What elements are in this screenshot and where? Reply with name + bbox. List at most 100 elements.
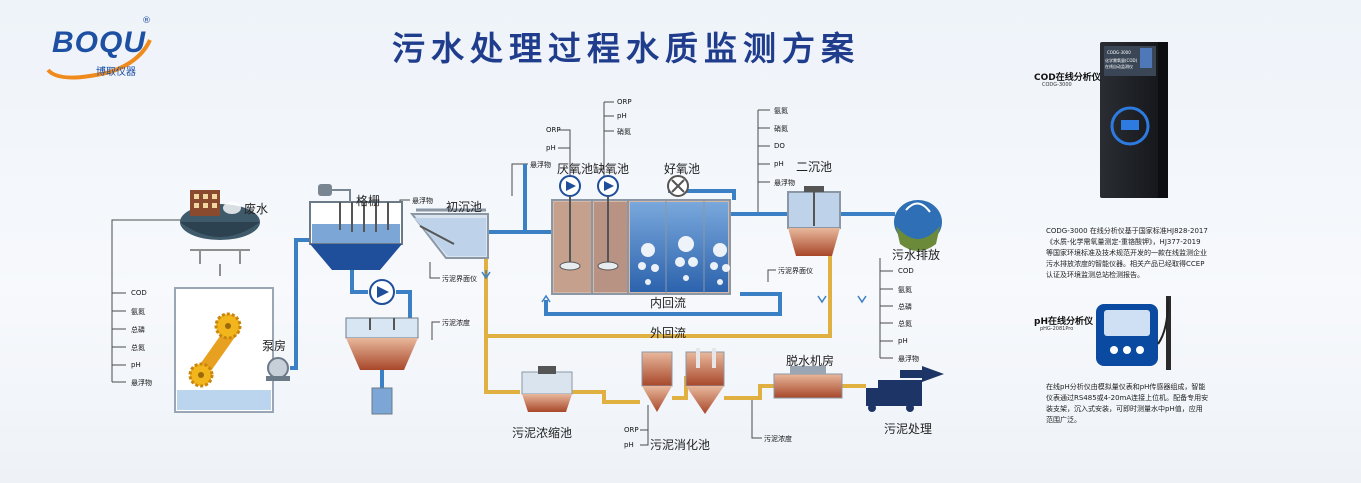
sludge-truck [866, 366, 944, 412]
flow-arrows [481, 270, 867, 304]
leader-lines [399, 163, 776, 439]
influent-param: 总磷 [131, 326, 145, 334]
ph-analyzer-image [1096, 296, 1171, 370]
discharge-bracket [879, 258, 893, 359]
sludge-digester [641, 348, 725, 414]
ph-desc-line: 在线pH分析仪由模拟量仪表和pH传感器组成，智能 [1046, 383, 1206, 391]
label-pump: 泵房 [262, 339, 287, 353]
cod-screen-text1: 化学需氧量(COD) [1105, 58, 1138, 63]
primary-ss-label: 悬浮物 [530, 161, 551, 169]
cod-desc-line: 污水排放浓度的智能仪器。相关产品已经取得CCEP [1046, 260, 1205, 268]
digester-param: ORP [624, 426, 639, 434]
discharge-globe [894, 200, 942, 251]
influent-param: 悬浮物 [131, 379, 152, 387]
page-title: 污水处理过程水质监测方案 [392, 29, 860, 68]
sludge-pipes [484, 256, 866, 404]
discharge-param: 总磷 [898, 303, 912, 311]
dewater-house [773, 366, 843, 399]
sludge-hopper [345, 317, 419, 415]
aerobic-param: 硝氮 [774, 125, 788, 133]
influent-water [177, 390, 271, 410]
aerobic-blower [667, 175, 689, 197]
digester-bracket [640, 405, 649, 446]
anoxic-mixer [597, 175, 619, 271]
anoxic-bracket [603, 101, 614, 178]
ph-desc-line: 装支架，沉入式安装，可即时测量水中pH值，应用 [1046, 405, 1203, 413]
ph-desc-line: 范围广泛。 [1046, 416, 1081, 424]
primary-clarifier [409, 208, 489, 259]
label-wastewater: 废水 [244, 202, 269, 216]
label-aerobic: 好氧池 [664, 162, 701, 176]
cod-card-model: CODG-3000 [1042, 82, 1072, 88]
label-digester: 污泥消化池 [650, 438, 711, 452]
aerobic-bracket [757, 109, 770, 214]
label-anoxic: 缺氧池 [593, 162, 630, 176]
cod-card-title: COD在线分析仪 [1034, 73, 1101, 83]
discharge-param: COD [898, 267, 914, 275]
cod-desc-line: CODG-3000 在线分析仪基于国家标准HJ828-2017 [1046, 227, 1208, 235]
anoxic-param: 硝氮 [617, 128, 631, 136]
grille-pump-arrow [377, 286, 389, 298]
cod-screen-text2: 在线自动监测仪 [1105, 64, 1133, 69]
cod-screen-label: CODG-3000 [1107, 50, 1131, 55]
aerobic-param: 悬浮物 [774, 179, 795, 187]
pump-house [266, 357, 290, 381]
anaerobic-param: pH [546, 144, 556, 152]
label-dewater: 脱水机房 [786, 354, 835, 368]
cod-desc-line: 《水质-化学需氧量测定-重铬酸钾》，HJ377-2019 [1046, 238, 1201, 246]
secondary-level-label: 污泥界面仪 [778, 267, 813, 275]
discharge-param: 悬浮物 [898, 355, 919, 363]
aerobic-param: 氨氮 [774, 107, 788, 115]
sludge-thickener [521, 366, 573, 412]
anoxic-param: pH [617, 112, 627, 120]
cod-analyzer-image [1100, 42, 1168, 198]
secondary-clarifier [787, 186, 841, 256]
digester-param: pH [624, 441, 634, 449]
label-secondary: 二沉池 [796, 160, 833, 174]
influent-param: 总氮 [131, 344, 145, 352]
logo-swoosh [46, 39, 152, 80]
influent-param: COD [131, 289, 147, 297]
ph-card-model: pHG-2081Pro [1040, 326, 1074, 332]
factory-island [180, 190, 260, 240]
sludge-conc-label: 污泥浓度 [442, 319, 470, 327]
label-outer-flow: 外回流 [650, 326, 687, 340]
anaerobic-param: ORP [546, 126, 561, 134]
influent-param: 氨氮 [131, 308, 145, 316]
label-thickener: 污泥浓缩池 [512, 426, 573, 440]
label-discharge: 污水排放 [892, 248, 941, 262]
dewater-conc-label: 污泥浓度 [764, 435, 792, 443]
anoxic-param: ORP [617, 98, 632, 106]
discharge-param: 氨氮 [898, 286, 912, 294]
logo: BOQU [52, 26, 146, 59]
label-primary: 初沉池 [446, 200, 483, 214]
ph-desc-line: 仪表通过RS485或4-20mA连接上位机。配备专用安 [1046, 394, 1209, 402]
logo-registered: ® [142, 16, 151, 26]
anaerobic-bracket [558, 129, 571, 178]
water-pipes [290, 164, 895, 388]
ph-card-desc: 在线pH分析仪由模拟量仪表和pH传感器组成，智能 仪表通过RS485或4-20m… [1046, 382, 1236, 426]
sludge-level-label: 污泥界面仪 [442, 275, 477, 283]
logo-subtitle: 博取仪器 [96, 67, 136, 78]
inlet-channel [190, 249, 250, 276]
grille-tank [309, 184, 403, 270]
discharge-param: pH [898, 337, 908, 345]
influent-param: pH [131, 361, 141, 369]
cod-desc-line: 认证及环境监测总站检测报告。 [1046, 271, 1144, 279]
cod-desc-line: 等国家环境标准及技术规范开发的一款在线监测企业 [1046, 249, 1207, 257]
ph-card-title: pH在线分析仪 [1034, 317, 1093, 327]
aeration-bubbles [638, 236, 730, 285]
discharge-param: 总氮 [898, 320, 912, 328]
label-sludge-treat: 污泥处理 [884, 422, 933, 436]
aerobic-param: pH [774, 160, 784, 168]
aerobic-param: DO [774, 142, 785, 150]
cod-card-desc: CODG-3000 在线分析仪基于国家标准HJ828-2017 《水质-化学需氧… [1046, 226, 1236, 281]
label-grille: 格栅 [356, 194, 381, 208]
anaerobic-mixer [559, 175, 581, 271]
gear-conveyor [188, 312, 242, 388]
label-inner-flow: 内回流 [650, 296, 687, 310]
label-anaerobic: 厌氧池 [557, 162, 594, 176]
bio-tanks [551, 199, 731, 295]
grille-ss-label: 悬浮物 [412, 197, 433, 205]
